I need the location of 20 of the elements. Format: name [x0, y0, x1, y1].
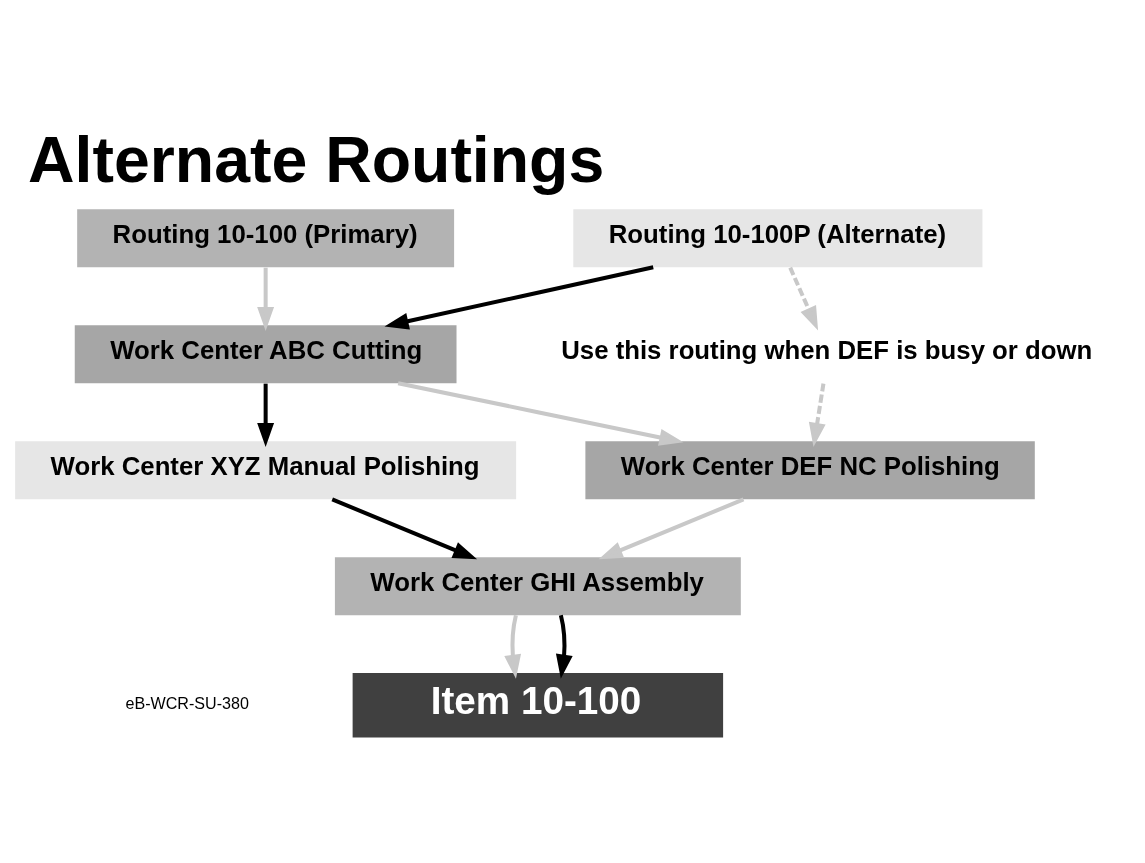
- arrow: [598, 497, 745, 560]
- node-text: Use this routing when DEF is busy or down: [561, 335, 1093, 364]
- arrow: [555, 614, 573, 679]
- node-box: Routing 10-100P (Alternate): [573, 209, 983, 268]
- arrow: [257, 383, 275, 448]
- arrow: [257, 267, 275, 332]
- node-box: Work Center XYZ Manual Polishing: [15, 441, 517, 500]
- arrow: [808, 383, 826, 448]
- node-box: Routing 10-100 (Primary): [77, 209, 455, 268]
- arrow: [331, 497, 478, 560]
- arrow: [504, 614, 522, 679]
- node-box: Item 10-100: [352, 673, 724, 738]
- label: eB-WCR-SU-380: [125, 694, 249, 713]
- node-box: Work Center GHI Assembly: [334, 557, 741, 616]
- arrow: [788, 266, 819, 331]
- node-box: Work Center ABC Cutting: [74, 325, 457, 384]
- arrow: [384, 265, 654, 330]
- arrow: [397, 381, 684, 446]
- diagram-title: Alternate Routings: [28, 123, 605, 196]
- node-box: Work Center DEF NC Polishing: [585, 441, 1035, 500]
